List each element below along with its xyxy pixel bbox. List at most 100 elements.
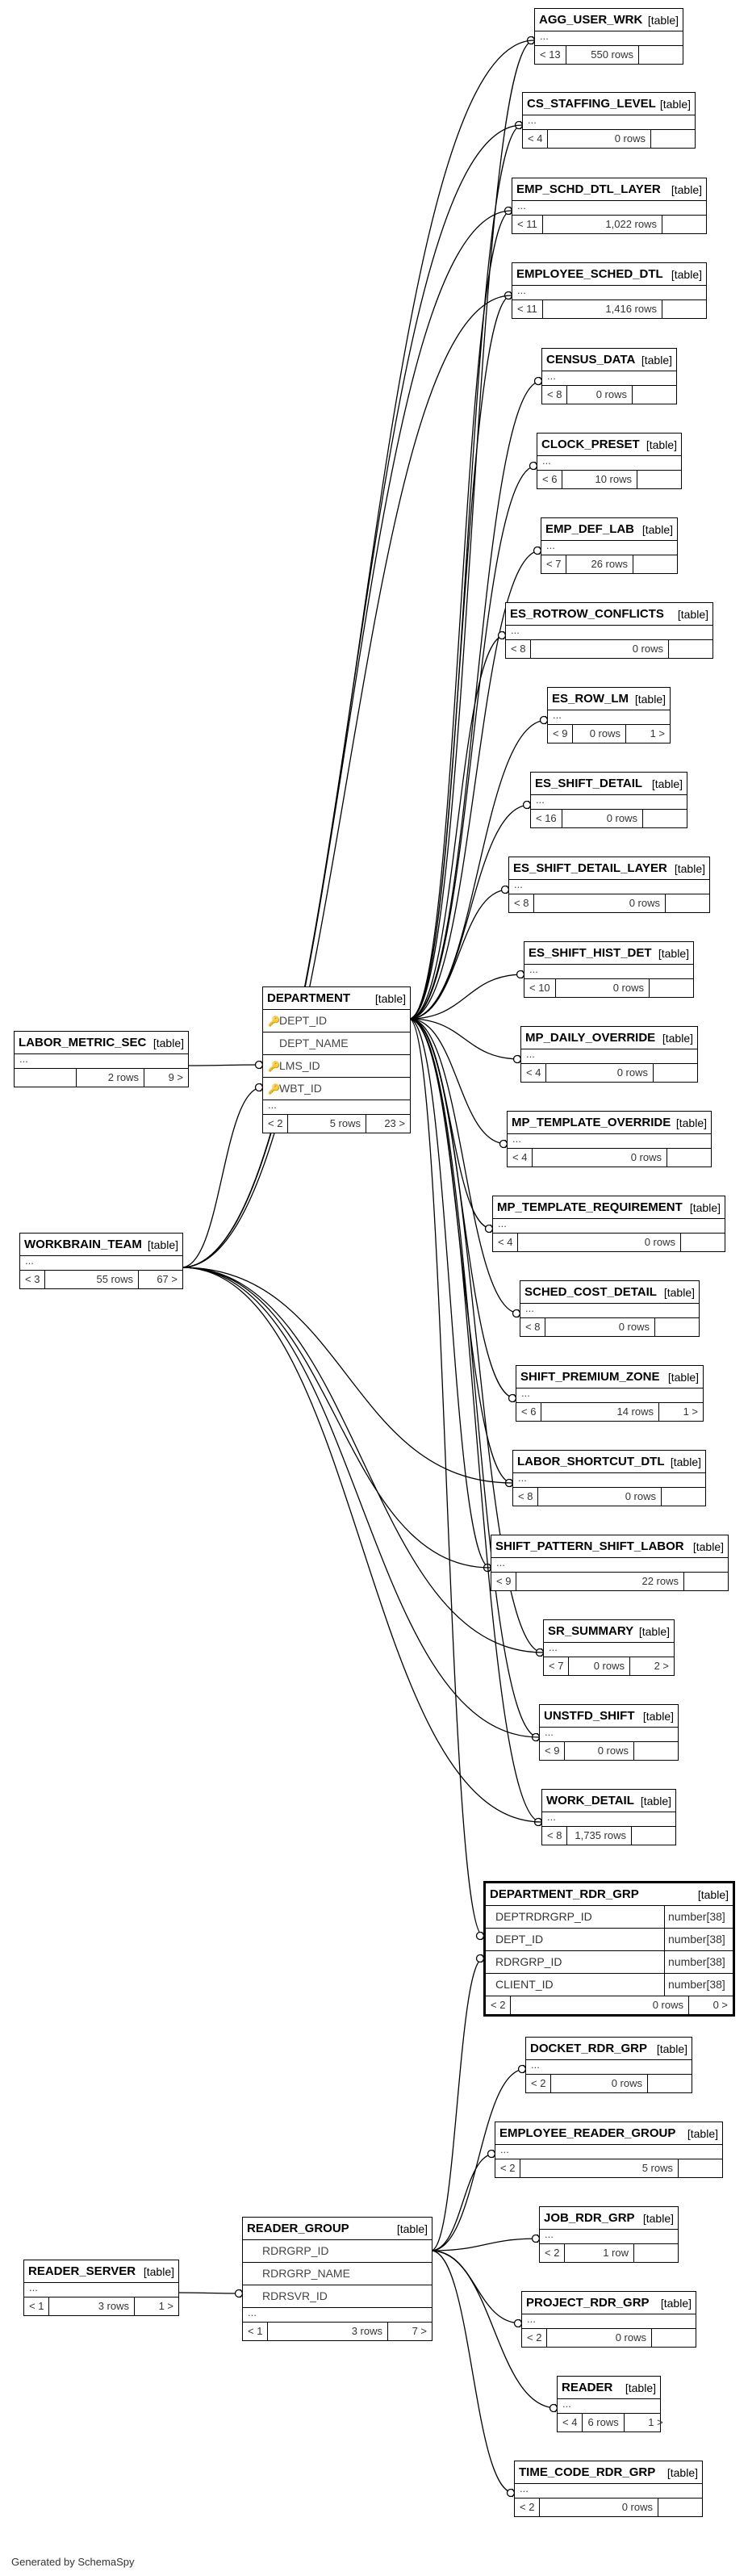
table-reader-group[interactable]: READER_GROUP[table] RDRGRP_ID RDRGRP_NAM… bbox=[242, 2217, 433, 2341]
children-count bbox=[669, 640, 712, 658]
table-kind: [table] bbox=[662, 1031, 693, 1045]
parents-count: < 8 bbox=[506, 640, 532, 658]
ellipsis-row: ... bbox=[520, 1303, 699, 1318]
children-count bbox=[639, 46, 683, 64]
table-kind: [table] bbox=[677, 607, 708, 621]
parents-count: < 2 bbox=[526, 2075, 552, 2092]
ellipsis-row: ... bbox=[516, 1388, 703, 1403]
row-count: 5 rows bbox=[288, 1115, 366, 1133]
parents-count: < 3 bbox=[20, 1271, 46, 1288]
parents-count: < 8 bbox=[520, 1318, 546, 1336]
parents-count: < 13 bbox=[535, 46, 566, 64]
ellipsis-row: ... bbox=[522, 2314, 696, 2329]
table-name: ES_ROTROW_CONFLICTS bbox=[510, 607, 664, 621]
ellipsis-row: ... bbox=[537, 455, 681, 471]
row-count: 0 rows bbox=[534, 894, 666, 912]
table-kind: [table] bbox=[689, 1200, 721, 1214]
table-department[interactable]: DEPARTMENT[table] 🔑DEPT_ID DEPT_NAME 🔑LM… bbox=[262, 986, 411, 1133]
table-name: ES_SHIFT_DETAIL_LAYER bbox=[513, 861, 667, 875]
table-kind: [table] bbox=[667, 1370, 699, 1384]
table-kind: [table] bbox=[642, 2211, 674, 2225]
ellipsis-row: ... bbox=[535, 31, 683, 46]
table-name: EMP_SCHD_DTL_LAYER bbox=[516, 182, 661, 196]
children-count bbox=[652, 2329, 696, 2347]
relationship-line bbox=[430, 1958, 484, 2251]
row-count: 55 rows bbox=[45, 1271, 139, 1288]
ellipsis-row: ... bbox=[542, 1812, 675, 1827]
relationship-line bbox=[408, 1018, 520, 1314]
table-kind: [table] bbox=[658, 946, 689, 960]
column-type: number[38] bbox=[668, 1933, 725, 1946]
table-kind: [table] bbox=[143, 2264, 174, 2278]
table-kind: [table] bbox=[638, 1624, 670, 1638]
table-kind: [table] bbox=[660, 2296, 692, 2310]
column-row: 🔑LMS_ID bbox=[263, 1055, 410, 1078]
parents-count: < 1 bbox=[243, 2323, 269, 2340]
relationship-line bbox=[408, 1018, 484, 1937]
table-kind: [table] bbox=[153, 1036, 184, 1049]
table-name: ES_ROW_LM bbox=[552, 692, 629, 706]
column-row: RDRGRP_NAME bbox=[243, 2263, 432, 2285]
relationship-line bbox=[181, 210, 512, 1268]
ellipsis-row: ... bbox=[542, 371, 676, 386]
column-row: 🔑WBT_ID bbox=[263, 1078, 410, 1100]
ellipsis-row: ... bbox=[512, 285, 706, 300]
parents-count: < 8 bbox=[542, 386, 568, 404]
ellipsis-row: ... bbox=[531, 794, 687, 810]
relationship-line bbox=[181, 295, 512, 1268]
row-count: 26 rows bbox=[566, 555, 633, 573]
children-count: 0 > bbox=[712, 1999, 728, 2011]
table-kind: [table] bbox=[374, 991, 406, 1005]
parents-count: < 11 bbox=[512, 216, 543, 233]
row-count: 0 rows bbox=[562, 810, 643, 827]
children-count: 2 > bbox=[654, 1660, 669, 1672]
children-count bbox=[654, 1064, 697, 1082]
relationship-line bbox=[408, 1018, 544, 1653]
table-kind: [table] bbox=[671, 267, 702, 281]
table-name: PROJECT_RDR_GRP bbox=[526, 2296, 650, 2310]
row-count: 1,416 rows bbox=[543, 300, 662, 318]
parents-count bbox=[15, 1069, 77, 1087]
